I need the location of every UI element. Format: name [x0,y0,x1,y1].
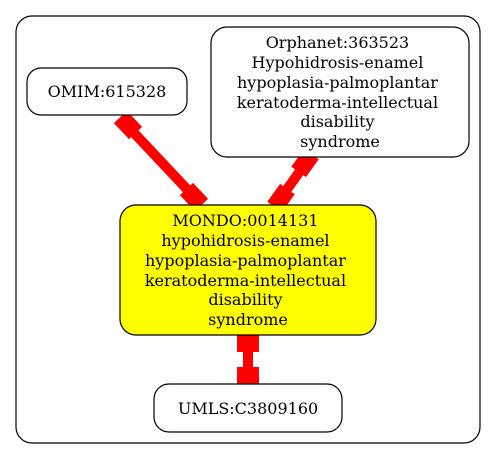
node-umls[interactable]: UMLS:C3809160 [153,383,343,433]
node-orphanet-label: Orphanet:363523 Hypohidrosis-enamel hypo… [237,33,443,151]
node-omim[interactable]: OMIM:615328 [26,67,188,116]
edges [113,110,319,388]
node-orphanet-box [210,26,470,158]
node-mondo-label: MONDO:0014131 hypohidrosis-enamel hypopl… [145,211,351,329]
node-mondo[interactable]: MONDO:0014131 hypohidrosis-enamel hypopl… [119,204,377,336]
node-umls-box [153,383,343,433]
node-omim-label: OMIM:615328 [48,82,167,101]
edge-omim-mondo [113,110,209,212]
node-umls-label: UMLS:C3809160 [178,399,318,418]
node-omim-box [26,67,188,116]
node-orphanet[interactable]: Orphanet:363523 Hypohidrosis-enamel hypo… [210,26,470,158]
edge-mondo-umls [237,331,259,388]
node-mondo-box [119,204,377,336]
